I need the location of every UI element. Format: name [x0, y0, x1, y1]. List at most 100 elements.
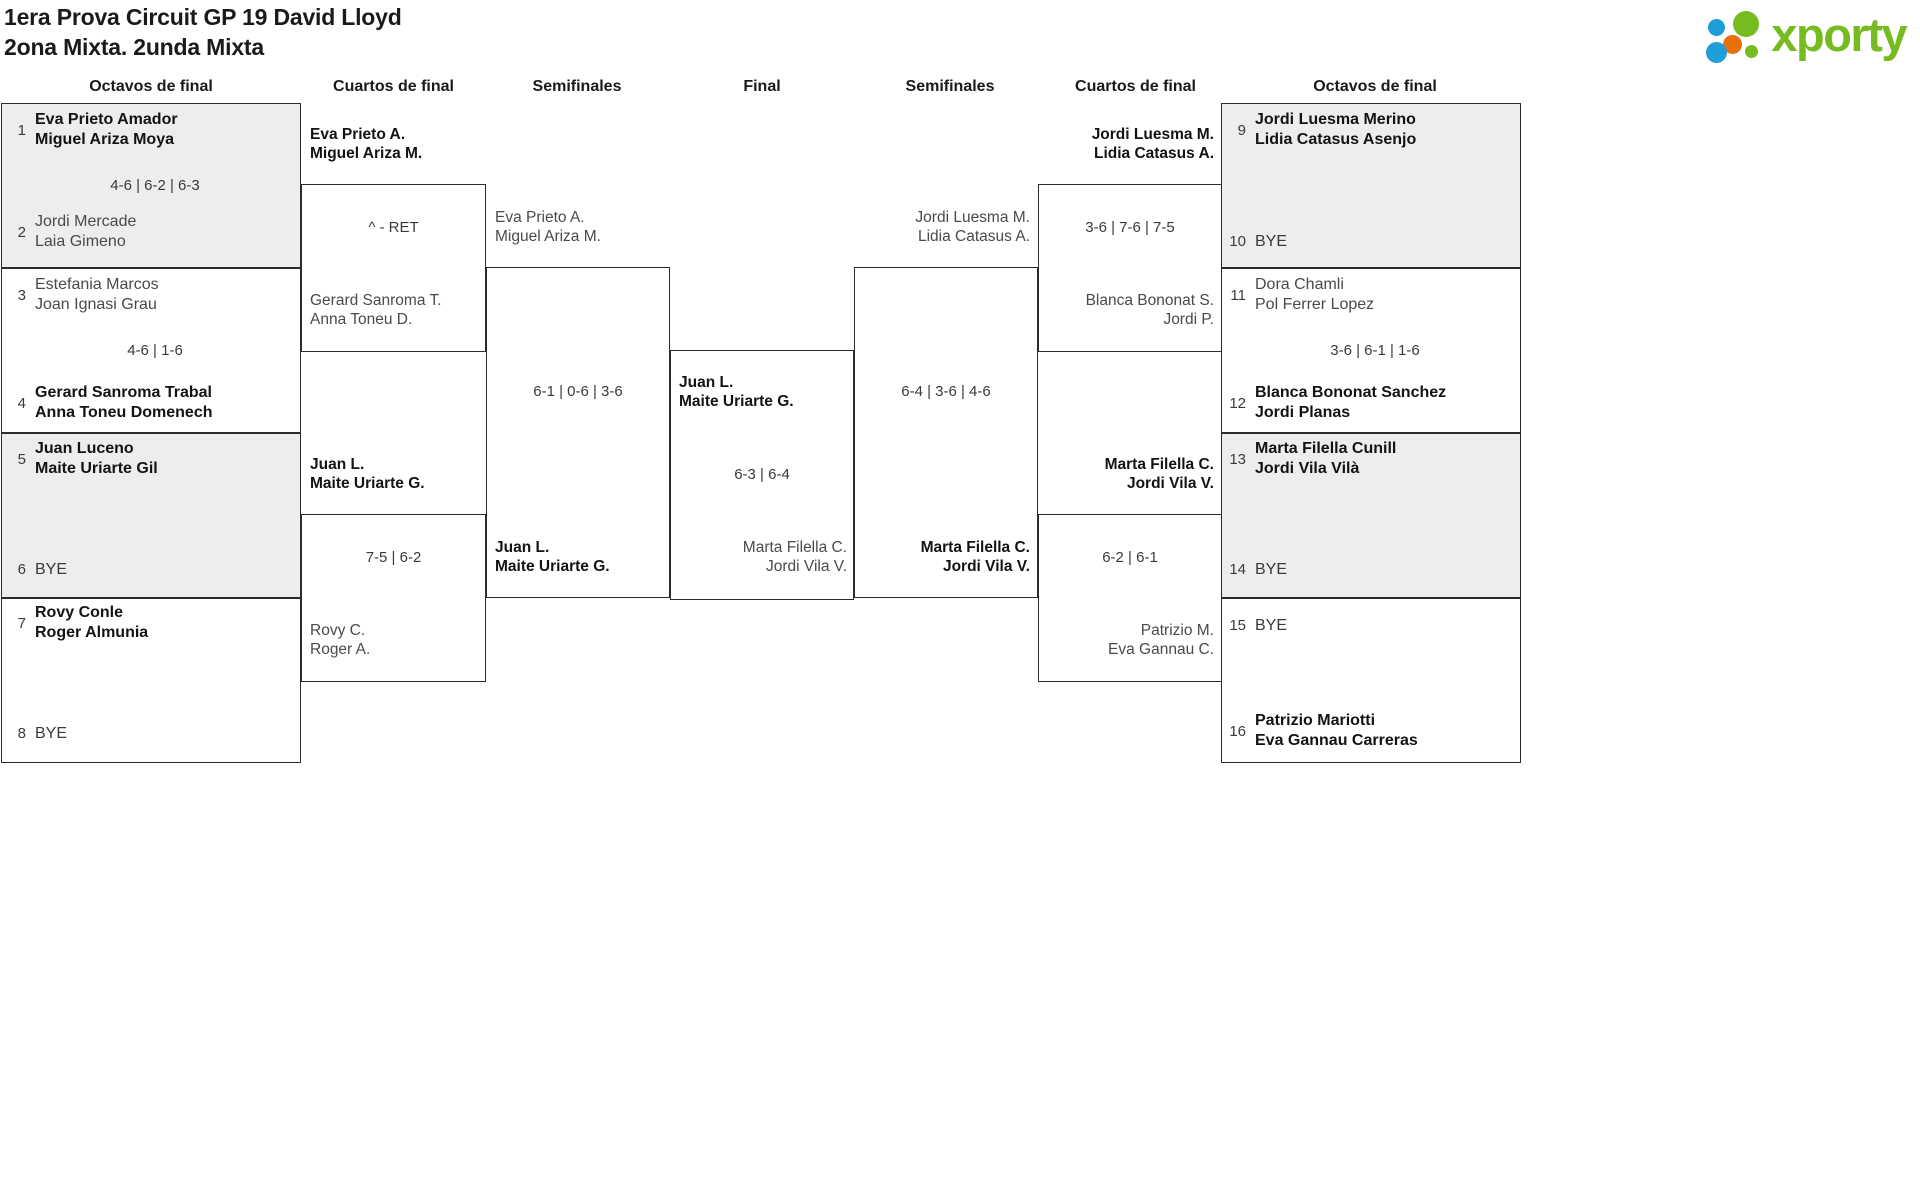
final-bottom[interactable]: Marta Filella C. Jordi Vila V.: [679, 538, 847, 576]
qf-left-1-top[interactable]: Eva Prieto A. Miguel Ariza M.: [310, 125, 422, 163]
match-box-left-oct-4[interactable]: [1, 598, 301, 763]
seed-number: 11: [1230, 287, 1246, 304]
player-name-2: Lidia Catasus A.: [917, 228, 1030, 245]
seed-slot-5[interactable]: 5 Juan Luceno Maite Uriarte Gil: [4, 439, 300, 478]
seed-slot-8[interactable]: 8 BYE: [4, 724, 300, 743]
match-box-right-oct-3[interactable]: [1221, 433, 1521, 598]
player-name-2: Joan Ignasi Grau: [35, 295, 157, 313]
player-name-1: Gerard Sanroma T.: [310, 292, 442, 309]
player-name-2: Eva Gannau C.: [1108, 641, 1214, 658]
player-name-2: Jordi Vila V.: [1126, 475, 1214, 492]
seed-slot-12[interactable]: 12 Blanca Bononat Sanchez Jordi Planas: [1224, 383, 1520, 422]
player-name-1: Marta Filella C.: [920, 539, 1030, 556]
seed-slot-3[interactable]: 3 Estefania Marcos Joan Ignasi Grau: [4, 275, 300, 314]
match-box-right-oct-4[interactable]: [1221, 598, 1521, 763]
round-label-cuartos-left: Cuartos de final: [333, 78, 454, 95]
seed-slot-9[interactable]: 9 Jordi Luesma Merino Lidia Catasus Asen…: [1224, 110, 1520, 149]
logo-dot-green-small-icon: [1745, 45, 1759, 58]
match-box-left-oct-1[interactable]: [1, 103, 301, 268]
sf-left-top[interactable]: Eva Prieto A. Miguel Ariza M.: [495, 208, 601, 246]
player-name-1: Patrizio Mariotti: [1255, 712, 1376, 729]
seed-slot-14[interactable]: 14 BYE: [1224, 560, 1520, 579]
seed-number: 10: [1229, 233, 1246, 250]
page-title: 1era Prova Circuit GP 19 David Lloyd 2on…: [4, 2, 402, 62]
match-box-left-qf-1[interactable]: [301, 184, 486, 352]
sf-right-top[interactable]: Jordi Luesma M. Lidia Catasus A.: [854, 208, 1030, 246]
score-left-oct-2: 4-6 | 1-6: [127, 342, 183, 359]
player-name-1: Rovy Conle: [35, 604, 124, 621]
seed-slot-4[interactable]: 4 Gerard Sanroma Trabal Anna Toneu Domen…: [4, 383, 300, 422]
seed-number: 12: [1229, 395, 1246, 412]
logo-dot-green-large-icon: [1733, 11, 1760, 37]
qf-left-1-bottom[interactable]: Gerard Sanroma T. Anna Toneu D.: [310, 291, 442, 329]
player-names: Juan Luceno Maite Uriarte Gil: [35, 439, 158, 478]
player-name-1: Eva Prieto A.: [495, 209, 585, 226]
player-name-1: Jordi Luesma Merino: [1255, 111, 1416, 128]
player-names: Gerard Sanroma Trabal Anna Toneu Domenec…: [35, 383, 213, 422]
player-name-1: Juan L.: [495, 539, 550, 556]
player-name-1: Patrizio M.: [1140, 622, 1214, 639]
seed-slot-10[interactable]: 10 BYE: [1224, 232, 1520, 251]
player-name-2: Jordi Vila V.: [766, 558, 847, 575]
player-name-1: Jordi Mercade: [35, 213, 137, 230]
qf-left-2-bottom[interactable]: Rovy C. Roger A.: [310, 621, 370, 659]
match-box-right-sf[interactable]: [854, 267, 1038, 598]
sf-left-bottom[interactable]: Juan L. Maite Uriarte G.: [495, 538, 610, 576]
score-right-sf: 6-4 | 3-6 | 4-6: [901, 383, 991, 400]
player-names: Eva Prieto Amador Miguel Ariza Moya: [35, 110, 178, 149]
player-name-2: Miguel Ariza M.: [495, 228, 601, 245]
seed-slot-6[interactable]: 6 BYE: [4, 560, 300, 579]
player-name-1: Eva Prieto Amador: [35, 111, 178, 128]
player-name-2: Jordi P.: [1163, 311, 1214, 328]
player-name-1: Juan L.: [679, 374, 734, 391]
qf-right-1-bottom[interactable]: Blanca Bononat S. Jordi P.: [1038, 291, 1214, 329]
score-final: 6-3 | 6-4: [734, 466, 790, 483]
seed-slot-15[interactable]: 15 BYE: [1224, 616, 1520, 635]
seed-slot-16[interactable]: 16 Patrizio Mariotti Eva Gannau Carreras: [1224, 711, 1520, 750]
seed-slot-7[interactable]: 7 Rovy Conle Roger Almunia: [4, 603, 300, 642]
match-box-left-qf-2[interactable]: [301, 514, 486, 682]
round-label-semis-left: Semifinales: [532, 78, 622, 95]
seed-number: 7: [17, 615, 26, 632]
qf-right-2-top[interactable]: Marta Filella C. Jordi Vila V.: [1038, 455, 1214, 493]
seed-number: 2: [17, 224, 26, 241]
seed-number: 15: [1229, 617, 1246, 634]
score-right-qf-1: 3-6 | 7-6 | 7-5: [1085, 219, 1175, 236]
round-label-octavos-left: Octavos de final: [89, 78, 213, 95]
player-names: Patrizio Mariotti Eva Gannau Carreras: [1255, 711, 1418, 750]
seed-slot-13[interactable]: 13 Marta Filella Cunill Jordi Vila Vilà: [1224, 439, 1520, 478]
player-name-2: Miguel Ariza M.: [310, 145, 423, 162]
seed-slot-2[interactable]: 2 Jordi Mercade Laia Gimeno: [4, 212, 300, 251]
seed-slot-1[interactable]: 1 Eva Prieto Amador Miguel Ariza Moya: [4, 110, 300, 149]
xporty-logo: xporty: [1706, 8, 1907, 63]
round-label-cuartos-right: Cuartos de final: [1075, 78, 1196, 95]
qf-right-2-bottom[interactable]: Patrizio M. Eva Gannau C.: [1038, 621, 1214, 659]
match-box-left-oct-3[interactable]: [1, 433, 301, 598]
match-box-left-oct-2[interactable]: [1, 268, 301, 433]
player-names: Jordi Luesma Merino Lidia Catasus Asenjo: [1255, 110, 1416, 149]
round-label-semis-right: Semifinales: [905, 78, 995, 95]
sf-right-bottom[interactable]: Marta Filella C. Jordi Vila V.: [854, 538, 1030, 576]
seed-number: 4: [17, 395, 26, 412]
score-right-oct-2: 3-6 | 6-1 | 1-6: [1330, 342, 1420, 359]
player-name-2: Jordi Planas: [1255, 403, 1351, 421]
match-box-right-oct-1[interactable]: [1221, 103, 1521, 268]
seed-slot-11[interactable]: 11 Dora Chamli Pol Ferrer Lopez: [1224, 275, 1520, 314]
match-box-left-sf[interactable]: [486, 267, 670, 598]
final-top[interactable]: Juan L. Maite Uriarte G.: [679, 373, 794, 411]
match-box-right-oct-2[interactable]: [1221, 268, 1521, 433]
player-name-2: Lidia Catasus A.: [1093, 145, 1214, 162]
qf-right-1-top[interactable]: Jordi Luesma M. Lidia Catasus A.: [1038, 125, 1214, 163]
match-box-final[interactable]: [670, 350, 854, 600]
seed-number: 6: [17, 561, 26, 578]
qf-left-2-top[interactable]: Juan L. Maite Uriarte G.: [310, 455, 425, 493]
logo-dot-blue-icon: [1708, 19, 1726, 36]
player-names: Jordi Mercade Laia Gimeno: [35, 212, 136, 251]
player-name-2: Roger Almunia: [35, 623, 149, 641]
bye-label: BYE: [1255, 617, 1288, 634]
player-name-2: Anna Toneu D.: [310, 311, 413, 328]
tournament-title-line2: 2ona Mixta. 2unda Mixta: [4, 34, 264, 60]
logo-dot-blue-lower-icon: [1706, 42, 1728, 63]
seed-number: 13: [1229, 451, 1246, 468]
